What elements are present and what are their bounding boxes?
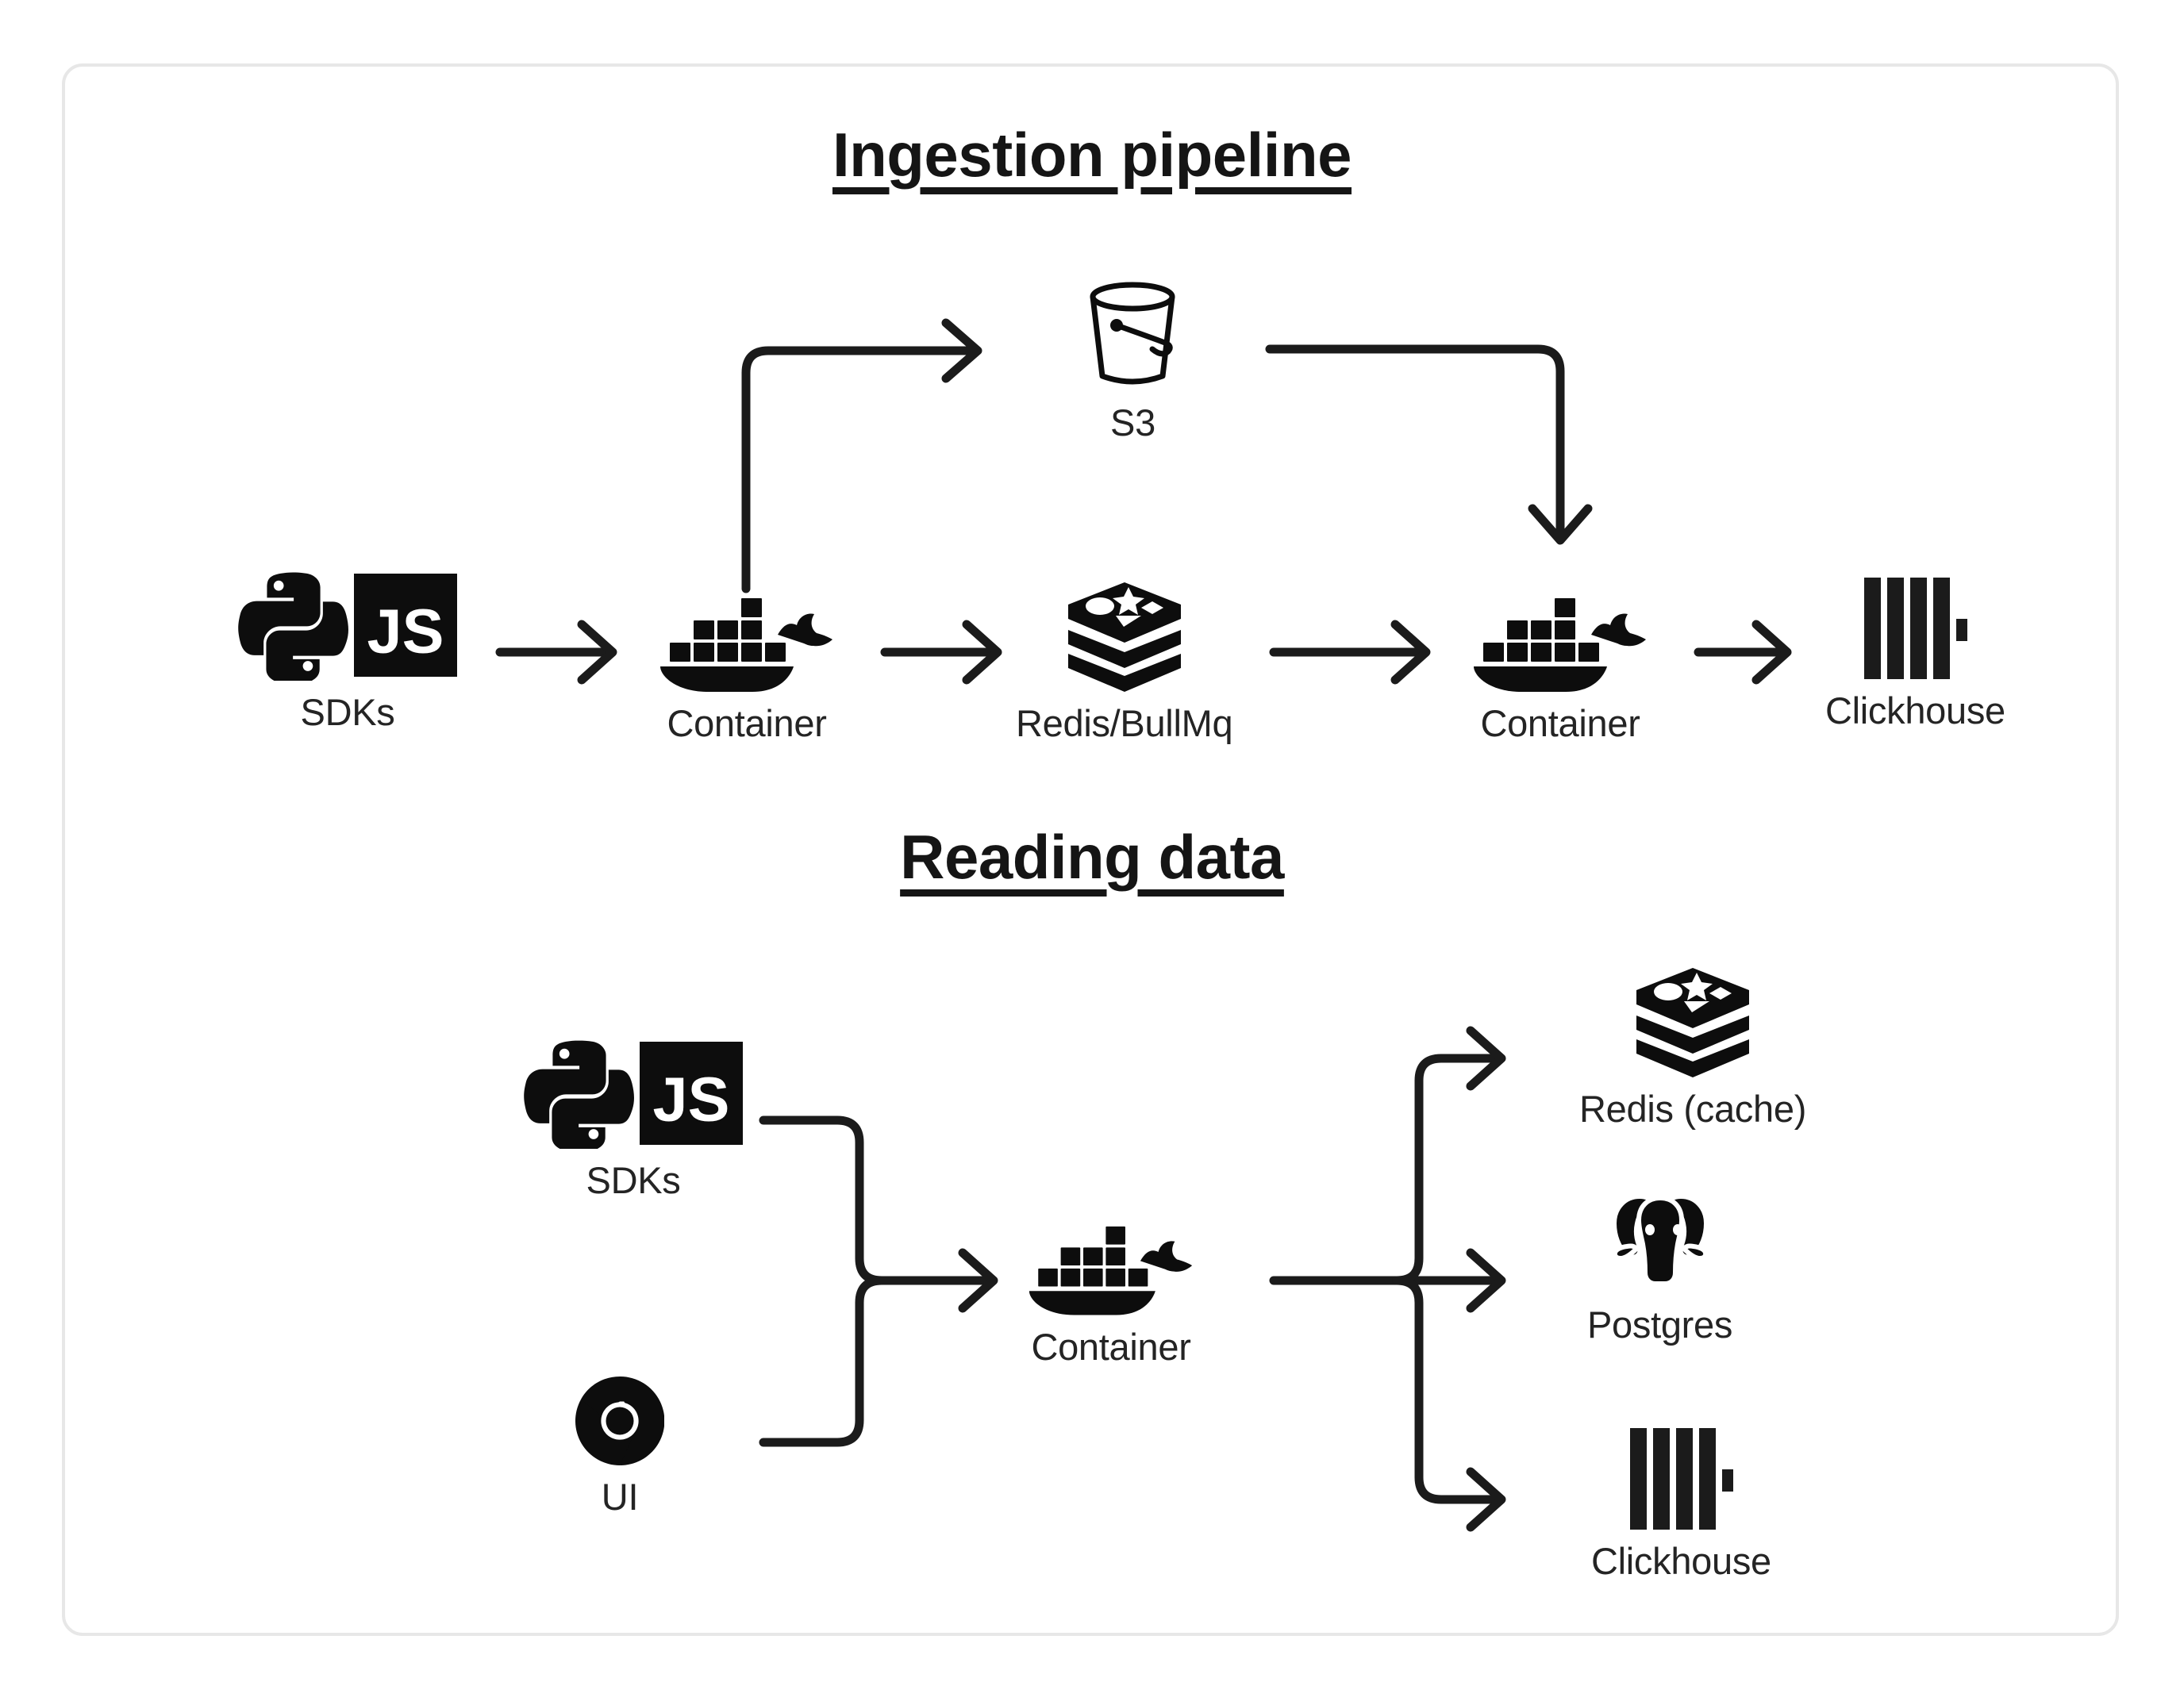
arrow-merge-to-container bbox=[879, 1248, 998, 1313]
node-sdks-reading[interactable]: JS SDKs bbox=[524, 1038, 743, 1202]
arrow-sdks-to-container1 bbox=[495, 620, 617, 685]
node-label-s3: S3 bbox=[1110, 401, 1155, 443]
node-label-sdks-reading: SDKs bbox=[586, 1159, 681, 1201]
node-label-postgres: Postgres bbox=[1587, 1304, 1733, 1346]
arrow-redis-to-container2 bbox=[1269, 620, 1431, 685]
postgres-elephant-icon bbox=[1608, 1188, 1713, 1293]
python-js-sdks-icon: JS bbox=[524, 1038, 743, 1149]
node-container-ingestion-2[interactable]: Container bbox=[1472, 589, 1648, 745]
docker-whale-icon bbox=[659, 589, 835, 692]
node-container-reading[interactable]: Container bbox=[1028, 1217, 1194, 1369]
section-title-reading: Reading data bbox=[900, 822, 1284, 892]
node-postgres[interactable]: Postgres bbox=[1587, 1188, 1732, 1346]
node-ui[interactable]: UI bbox=[575, 1376, 665, 1519]
node-label-sdks-ingestion: SDKs bbox=[300, 691, 395, 733]
node-container-ingestion-1[interactable]: Container bbox=[659, 589, 835, 745]
arrow-s3-to-container2 bbox=[1265, 344, 1593, 545]
section-title-ingestion: Ingestion pipeline bbox=[832, 120, 1352, 190]
node-label-container-reading: Container bbox=[1031, 1326, 1191, 1368]
arrow-ui-merge bbox=[759, 1276, 921, 1447]
node-label-redis-bullmq: Redis/BullMq bbox=[1016, 702, 1233, 744]
node-sdks-ingestion[interactable]: JS SDKs bbox=[238, 570, 457, 734]
node-label-clickhouse-ingestion: Clickhouse bbox=[1825, 689, 2005, 731]
js-badge-text: JS bbox=[653, 1064, 730, 1135]
s3-bucket-icon bbox=[1079, 276, 1186, 391]
python-js-sdks-icon: JS bbox=[238, 570, 457, 681]
node-s3[interactable]: S3 bbox=[1079, 276, 1186, 444]
arrow-container2-to-clickhouse bbox=[1694, 620, 1792, 685]
docker-whale-icon bbox=[1028, 1217, 1194, 1315]
arrow-fanout-to-clickhouse bbox=[1392, 1276, 1506, 1532]
node-label-container-ingestion-1: Container bbox=[667, 702, 827, 744]
node-redis-bullmq[interactable]: Redis/BullMq bbox=[1016, 581, 1233, 745]
arrow-container1-to-redis bbox=[880, 620, 1002, 685]
chrome-icon bbox=[575, 1376, 665, 1466]
redis-stack-icon bbox=[1065, 581, 1184, 692]
node-label-container-ingestion-2: Container bbox=[1480, 702, 1640, 744]
node-clickhouse-reading[interactable]: Clickhouse bbox=[1591, 1428, 1771, 1583]
node-label-ui: UI bbox=[601, 1476, 639, 1518]
node-clickhouse-ingestion[interactable]: Clickhouse bbox=[1825, 578, 2005, 732]
arrow-fanout-to-postgres bbox=[1414, 1248, 1506, 1313]
node-redis-cache[interactable]: Redis (cache) bbox=[1579, 966, 1806, 1131]
node-label-clickhouse-reading: Clickhouse bbox=[1591, 1540, 1771, 1582]
clickhouse-bars-icon bbox=[1863, 578, 1968, 679]
redis-stack-icon bbox=[1633, 966, 1752, 1077]
clickhouse-bars-icon bbox=[1628, 1428, 1734, 1530]
docker-whale-icon bbox=[1472, 589, 1648, 692]
arrow-container1-to-s3 bbox=[741, 318, 982, 593]
node-label-redis-cache: Redis (cache) bbox=[1579, 1088, 1807, 1130]
arrow-fanout-to-redis-cache bbox=[1392, 1026, 1506, 1285]
js-badge-text: JS bbox=[367, 596, 444, 666]
arrow-sdks-merge bbox=[759, 1115, 921, 1285]
diagram-card bbox=[62, 63, 2119, 1636]
